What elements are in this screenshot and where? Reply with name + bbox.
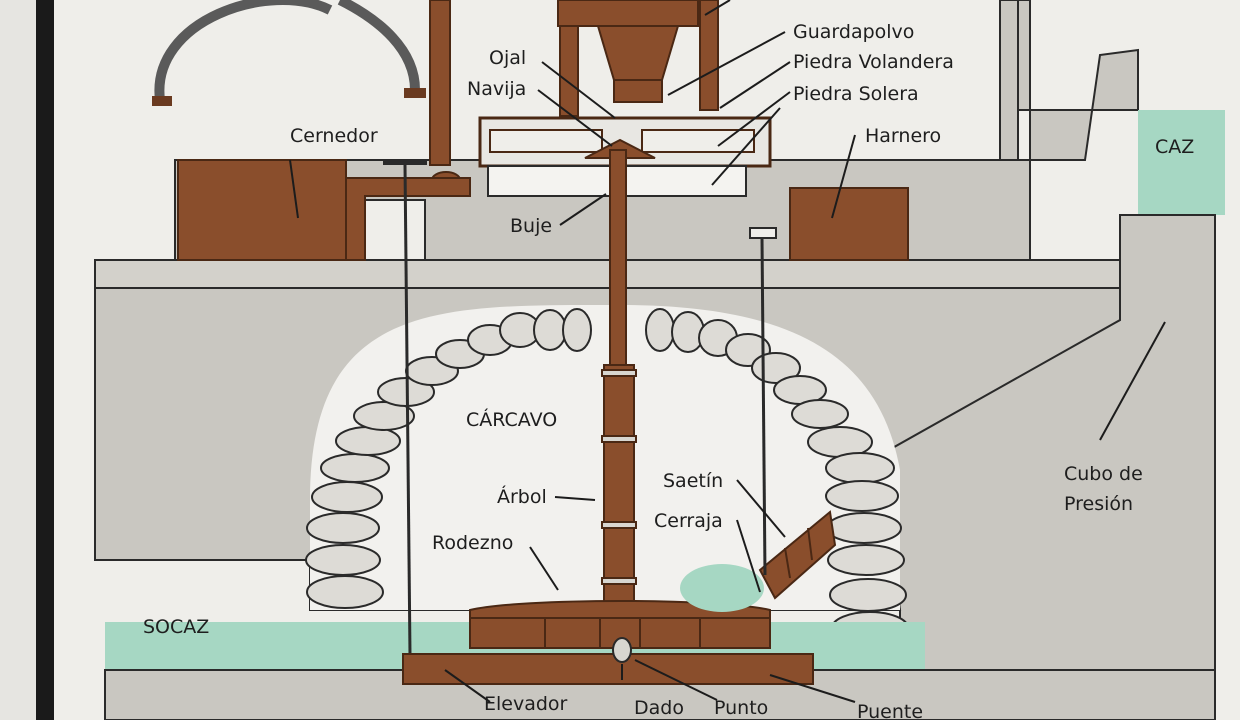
spout-curve-left — [154, 0, 333, 101]
leader-piedra-solera-b — [711, 107, 781, 186]
label-piedra-solera: Piedra Solera — [793, 83, 919, 105]
arch-stone — [305, 544, 381, 576]
label-carcavo: CÁRCAVO — [466, 408, 557, 431]
leader-buje — [559, 193, 607, 226]
shaft-ring — [601, 435, 637, 443]
leader-arbol — [554, 496, 596, 501]
spout-curve-right — [337, 0, 420, 91]
lower-shaft — [603, 364, 635, 606]
leader-harnero — [831, 134, 856, 219]
cerraja-rod — [760, 237, 767, 576]
label-piedra-volandera: Piedra Volandera — [793, 51, 954, 73]
arch-stone — [791, 399, 849, 429]
leader-puente — [769, 674, 856, 703]
arch-stone — [320, 453, 390, 483]
hopper-left-post — [559, 25, 579, 117]
leader-piedra-solera-a — [717, 91, 791, 147]
arch-stone — [825, 452, 895, 484]
leader-lines — [289, 0, 1166, 703]
label-socaz: SOCAZ — [143, 616, 209, 638]
upper-shaft — [609, 149, 627, 366]
arch-stone — [825, 480, 899, 512]
label-cerraja: Cerraja — [654, 510, 723, 532]
label-navija: Navija — [467, 78, 526, 100]
leader-cerraja — [736, 519, 761, 593]
label-puente: Puente — [857, 701, 923, 720]
arch-stone — [827, 544, 905, 576]
labels: Guardapolvo Piedra Volandera Piedra Sole… — [143, 21, 1194, 720]
label-rodezno: Rodezno — [432, 532, 513, 554]
cerraja-handle — [749, 227, 777, 239]
hopper-right-post — [699, 0, 719, 111]
arch-stone — [533, 309, 567, 351]
label-saetin: Saetín — [663, 470, 723, 492]
arch-stone — [826, 512, 902, 544]
cernedor-chute — [345, 177, 471, 261]
label-elevador: Elevador — [484, 693, 568, 715]
arch-stone — [306, 512, 380, 544]
leader-piedra-volandera — [719, 61, 791, 109]
leader-punto — [634, 659, 718, 701]
label-presion: Presión — [1064, 493, 1133, 515]
hopper-spout — [613, 79, 663, 103]
cerraja-water-jet — [680, 564, 764, 612]
floor-slab — [94, 259, 1121, 289]
frame-left-edge — [36, 0, 54, 720]
label-ojal: Ojal — [489, 47, 526, 69]
dado — [612, 637, 632, 663]
leader-ojal — [541, 61, 616, 119]
leader-top — [704, 0, 731, 16]
saetin-nozzle — [758, 510, 837, 600]
leader-navija — [537, 89, 613, 147]
saetin-body — [758, 510, 837, 600]
arch-stone — [335, 426, 401, 456]
arch-stone — [645, 308, 675, 352]
leader-saetin — [736, 479, 786, 538]
floor-opening — [364, 199, 426, 261]
arch-stone — [829, 578, 907, 612]
label-buje: Buje — [510, 215, 552, 237]
label-caz: CAZ — [1155, 136, 1194, 158]
ground-floor — [104, 669, 1216, 720]
shaft-ring — [601, 521, 637, 529]
arch-stone — [353, 401, 415, 431]
hopper-frame — [557, 0, 719, 117]
hopper-top-beam — [557, 0, 699, 27]
spout-end-left — [152, 96, 172, 106]
saetin-joint — [807, 527, 813, 561]
piedra-volandera-right — [641, 129, 755, 153]
leader-rodezno — [529, 546, 559, 591]
flour-spout — [152, 0, 461, 189]
shaft-ring — [601, 369, 637, 377]
label-harnero: Harnero — [865, 125, 941, 147]
leader-elevador — [444, 669, 491, 703]
piedra-volandera-left — [489, 129, 603, 153]
label-punto: Punto — [714, 697, 768, 719]
arbol-shaft — [601, 149, 637, 606]
vertical-duct — [429, 0, 451, 166]
label-dado: Dado — [634, 697, 684, 719]
label-cubo-de: Cubo de — [1064, 463, 1143, 485]
arch-stone — [311, 481, 383, 513]
spout-end-right — [404, 88, 426, 98]
shaft-ring — [601, 577, 637, 585]
leader-cernedor — [289, 159, 299, 219]
cernedor-box — [177, 159, 347, 261]
arch-stone — [306, 575, 384, 609]
puente-beam — [402, 653, 814, 685]
arch-stone — [562, 308, 592, 352]
label-arbol: Árbol — [497, 485, 547, 508]
label-guardapolvo: Guardapolvo — [793, 21, 914, 43]
upper-right-structure — [1017, 0, 1139, 161]
harnero-box — [789, 187, 909, 261]
elevador-rods — [383, 161, 777, 656]
saetin-joint — [784, 547, 791, 579]
leader-cubo — [1099, 321, 1166, 441]
label-cernedor: Cernedor — [290, 125, 378, 147]
elevador-rod-left — [403, 164, 412, 656]
leader-guardapolvo — [667, 31, 786, 96]
